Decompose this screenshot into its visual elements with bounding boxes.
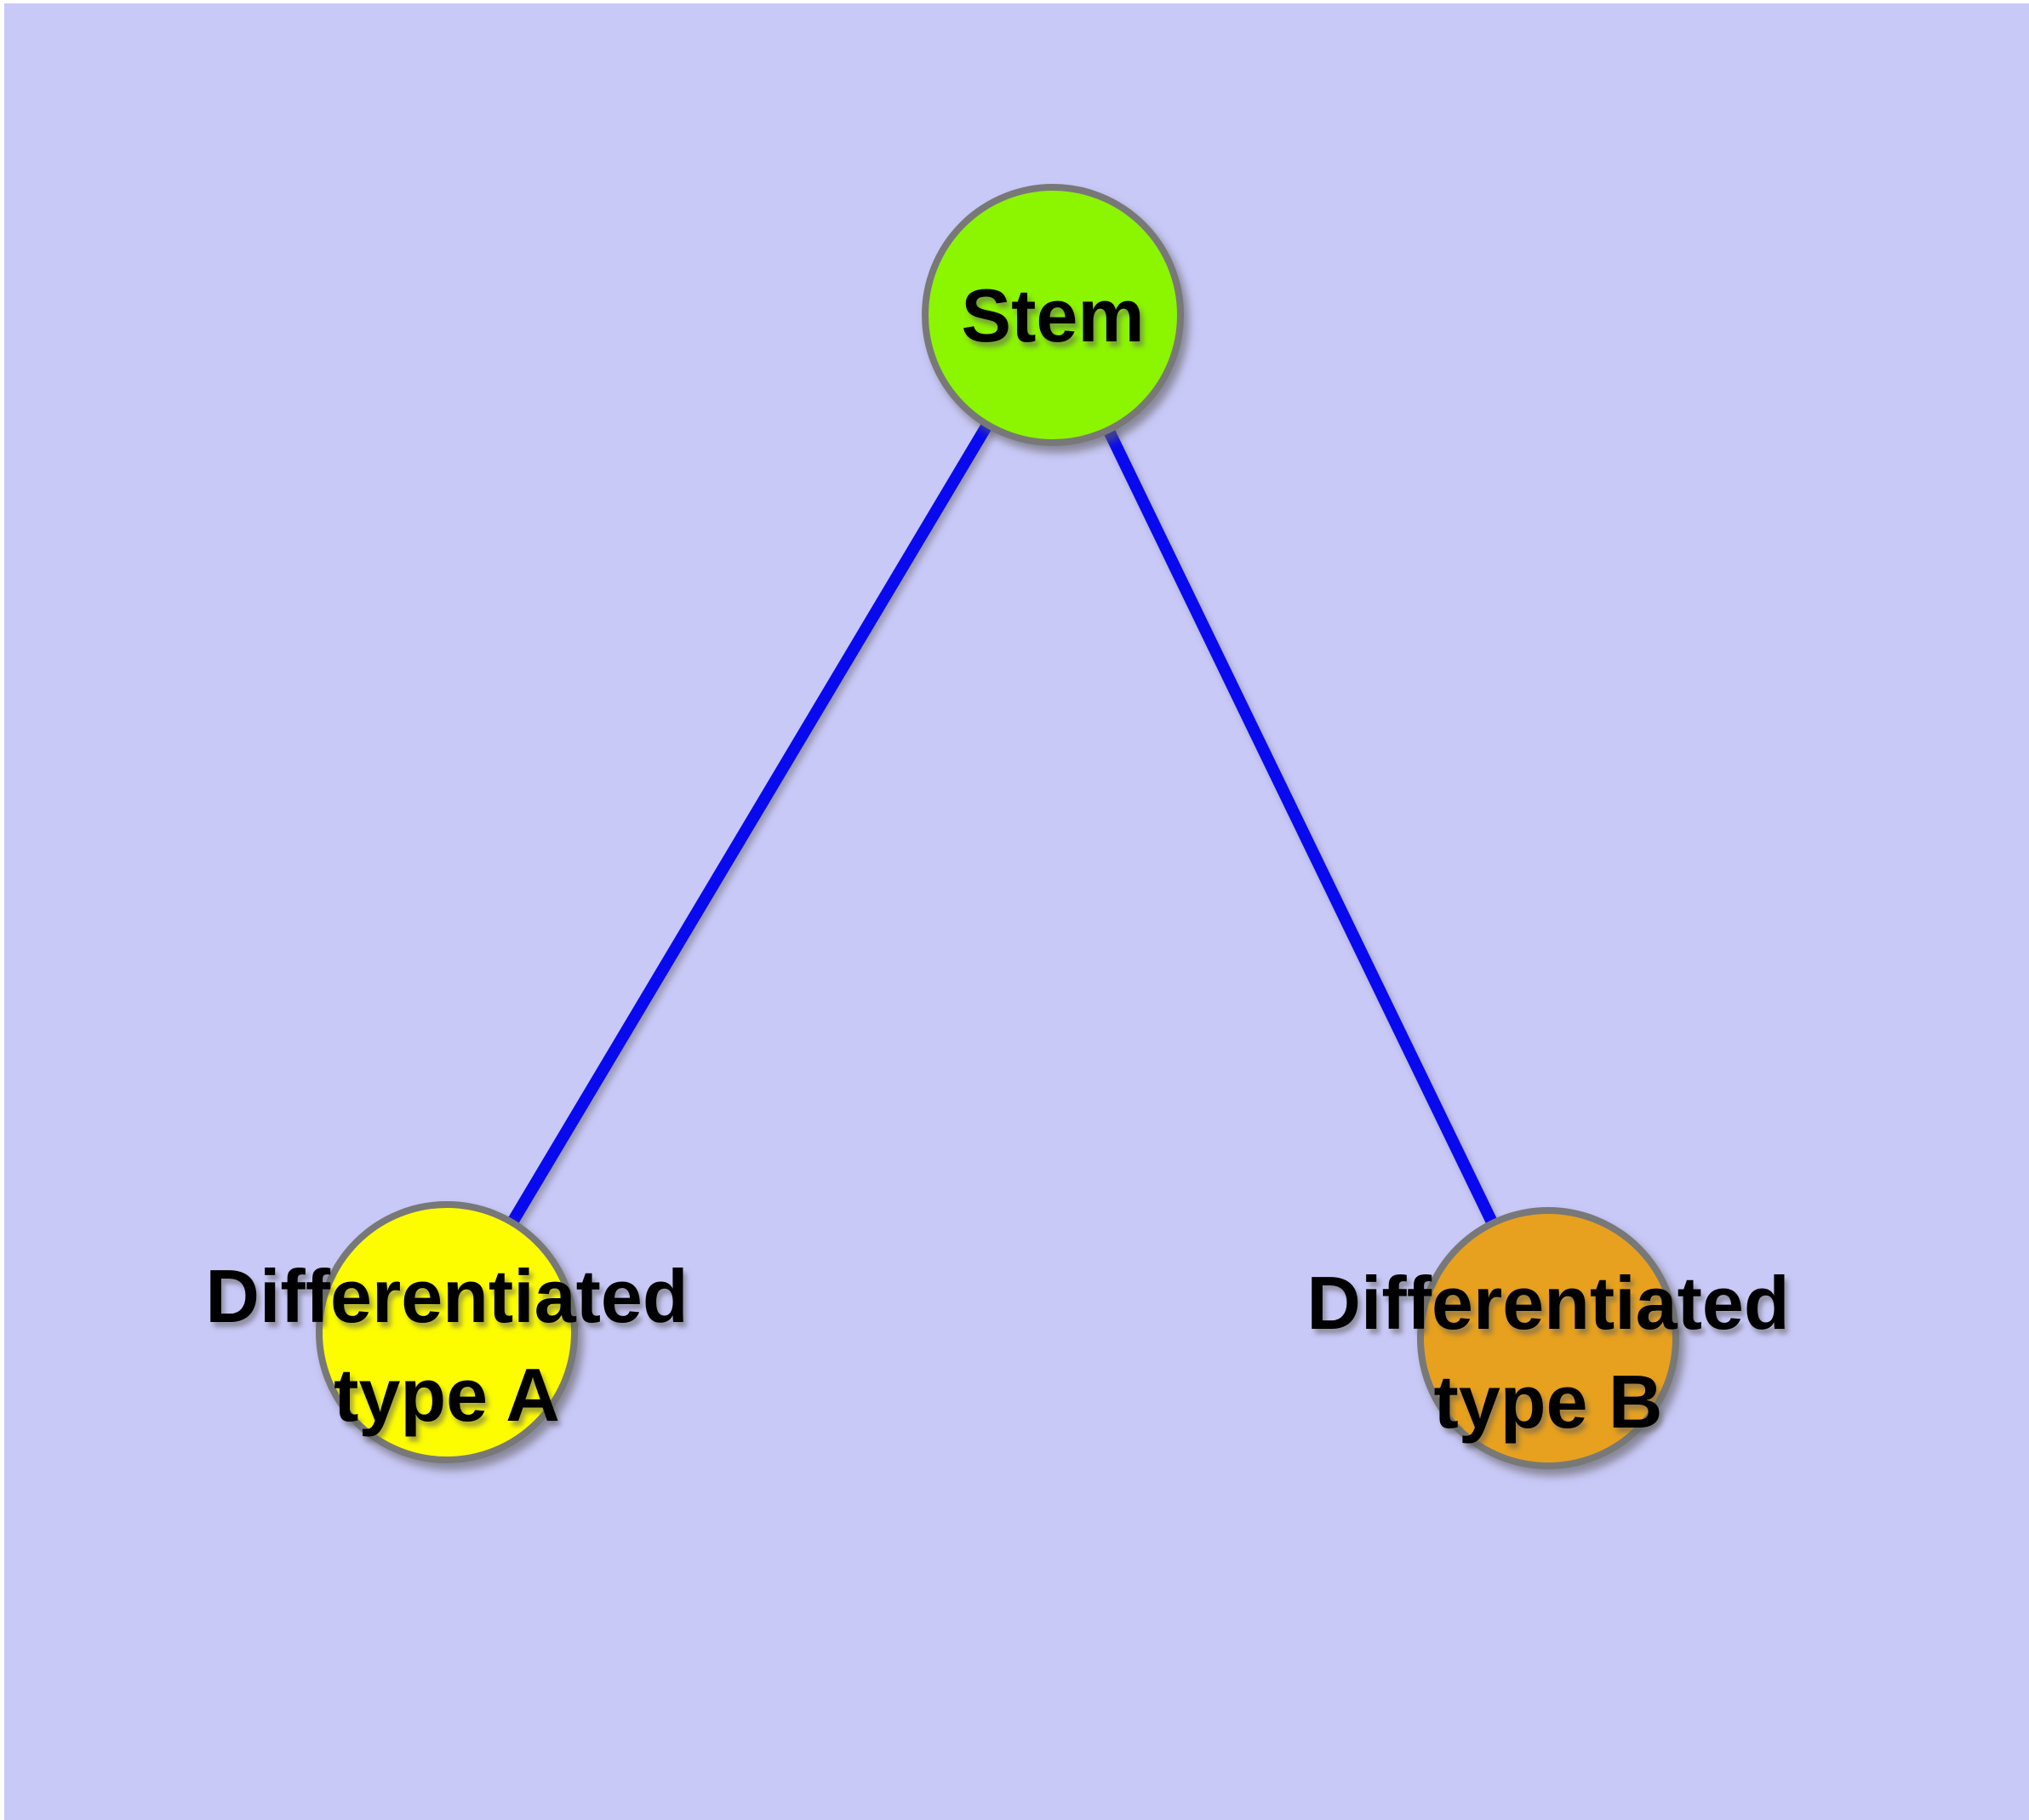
type-a-node-label-line1: Differentiated (205, 1254, 688, 1338)
type-b-node-circle (1417, 1207, 1679, 1469)
node-differentiated-type-a: Differentiated type A (205, 1201, 689, 1463)
node-differentiated-type-b: Differentiated type B (1306, 1207, 1790, 1469)
type-b-node-label-line2: type B (1434, 1359, 1663, 1444)
stem-node-circle (922, 184, 1184, 446)
type-a-node-circle (316, 1201, 578, 1463)
edge-stem-to-type-a (441, 312, 1059, 1336)
stem-node-label: Stem (961, 273, 1144, 358)
type-a-node-label-line2: type A (334, 1353, 560, 1437)
type-b-node-label-line1: Differentiated (1306, 1261, 1789, 1345)
node-stem: Stem (922, 184, 1184, 446)
edge-stem-to-type-b (1047, 312, 1554, 1342)
